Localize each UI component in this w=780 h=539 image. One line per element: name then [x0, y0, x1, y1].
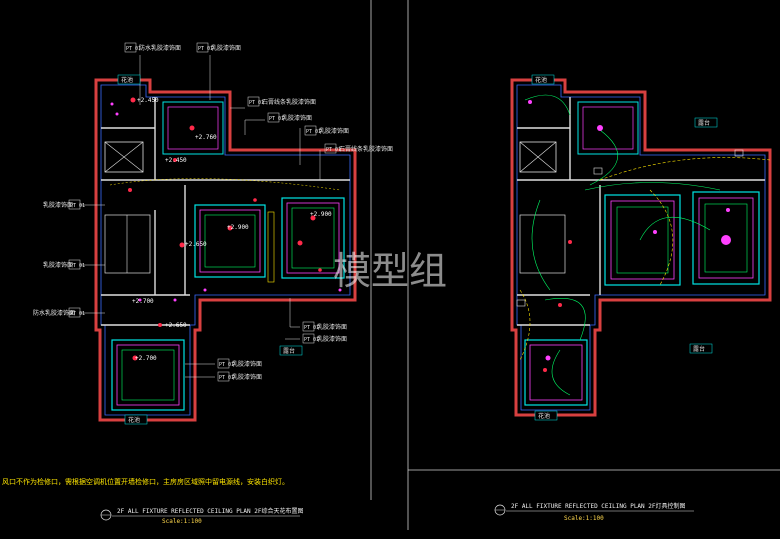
room-tag: 露台: [693, 345, 705, 353]
plan-title: 2F ALL FIXTURE REFLECTED CEILING PLAN 2F…: [511, 502, 686, 510]
callout-label: 石膏线条乳胶漆饰面: [262, 98, 316, 106]
callout-label: 乳胶漆饰面: [319, 127, 349, 135]
watermark: 模型组: [333, 249, 447, 293]
callout-label: 乳胶漆饰面: [232, 373, 262, 381]
callout-label: 乳胶漆饰面: [317, 323, 347, 331]
callout-code: PT 01: [198, 46, 213, 52]
callout-code: PT 01: [219, 362, 234, 368]
callout-code: PT 01: [219, 375, 234, 381]
elevation-mark: +2.650: [165, 322, 187, 329]
callout-list: PT 01 防水乳胶漆饰面 PT 01 乳胶漆饰面 PT 01 石膏线条乳胶漆饰…: [33, 42, 393, 382]
callout-label: 乳胶漆饰面: [43, 201, 73, 209]
callout-code: PT 01: [326, 147, 341, 153]
room-tag: 花池: [535, 76, 547, 84]
callout-code: PT 01: [70, 311, 85, 317]
elevation-mark: +2.760: [195, 134, 217, 141]
callout-code: PT 01: [304, 337, 319, 343]
plan-scale: Scale:1:100: [564, 515, 604, 522]
elevation-mark: +2.900: [310, 211, 332, 218]
elevation-marks: +2.450 +2.760 +2.450 +2.900 +2.900 +2.65…: [132, 97, 332, 362]
callout-label: 乳胶漆饰面: [211, 44, 241, 52]
room-tag: 花池: [121, 76, 133, 84]
elevation-mark: +2.700: [132, 298, 154, 305]
callout-code: PT 01: [306, 129, 321, 135]
callout-label: 乳胶漆饰面: [43, 261, 73, 269]
room-tag: 露台: [698, 119, 710, 127]
room-tag: 花池: [128, 416, 140, 424]
callout-label: 乳胶漆饰面: [232, 360, 262, 368]
left-ceiling-plan: PT 01 防水乳胶漆饰面 PT 01 乳胶漆饰面 PT 01 石膏线条乳胶漆饰…: [2, 42, 393, 525]
plan-title: 2F ALL FIXTURE REFLECTED CEILING PLAN 2F…: [117, 507, 304, 515]
room-tag: 花池: [538, 412, 550, 420]
plan-scale: Scale:1:100: [162, 518, 202, 525]
callout-label: 防水乳胶漆饰面: [139, 44, 181, 52]
right-fixture-control-plan: 花池 露台 露台 花池 2F ALL FIXTURE REFLECTED CEI…: [494, 74, 772, 522]
elevation-mark: +2.650: [185, 241, 207, 248]
callout-label: 石膏线条乳胶漆饰面: [339, 145, 393, 153]
callout-label: 防水乳胶漆饰面: [33, 309, 75, 317]
callout-label: 乳胶漆饰面: [317, 335, 347, 343]
elevation-mark: +2.450: [165, 157, 187, 164]
callout-code: PT 01: [249, 100, 264, 106]
room-tag: 露台: [283, 347, 295, 355]
callout-code: PT 01: [126, 46, 141, 52]
elevation-mark: +2.450: [137, 97, 159, 104]
callout-code: PT 01: [70, 263, 85, 269]
elevation-mark: +2.700: [135, 355, 157, 362]
callout-label: 乳胶漆饰面: [282, 114, 312, 122]
callout-code: PT 01: [70, 203, 85, 209]
elevation-mark: +2.900: [227, 224, 249, 231]
plan-note: 风口不作为检修口，需根据空调机位置开墙检修口，主房房区域照中留电源线，安装白织灯…: [2, 477, 289, 486]
callout-code: PT 01: [304, 325, 319, 331]
callout-code: PT 01: [269, 116, 284, 122]
